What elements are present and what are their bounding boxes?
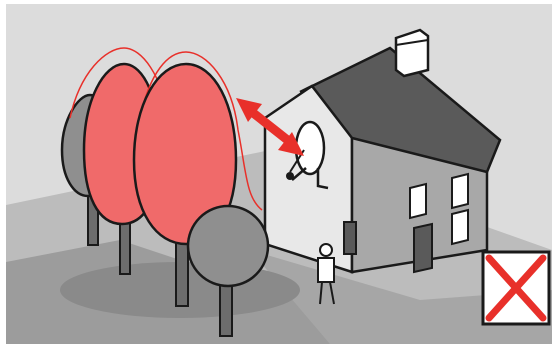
incorrect-mark xyxy=(483,252,549,324)
window xyxy=(410,184,426,218)
front-window xyxy=(344,222,356,254)
door xyxy=(414,224,432,272)
chimney xyxy=(396,30,428,76)
window xyxy=(452,210,468,244)
window xyxy=(452,174,468,208)
